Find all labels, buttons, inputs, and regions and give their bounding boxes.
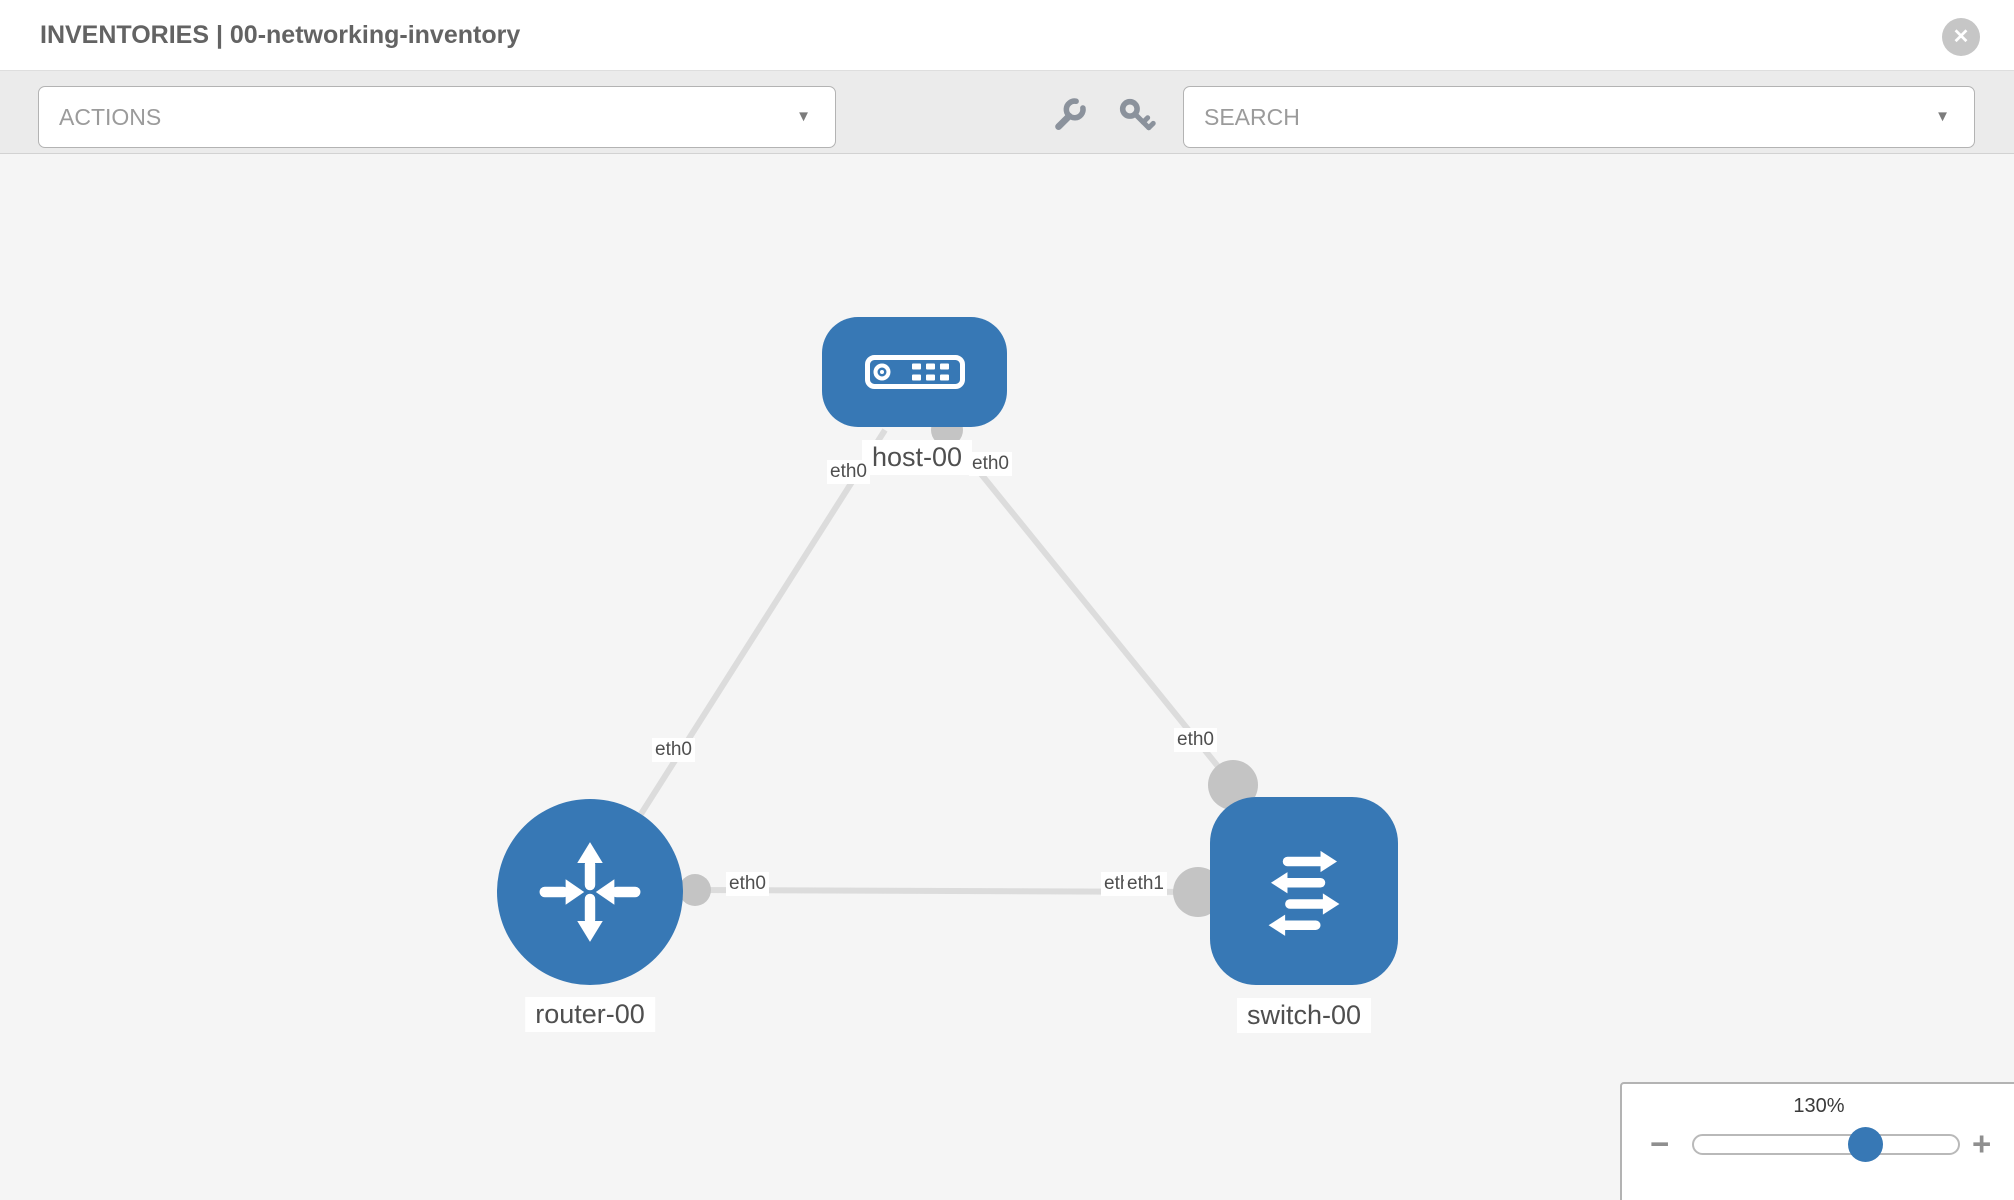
topology-canvas[interactable]: host-00 router-00 switch-00 eth0 eth0 et… [0, 154, 2014, 1200]
node-host-00[interactable] [822, 317, 1007, 427]
zoom-slider-thumb[interactable] [1848, 1127, 1883, 1162]
close-icon[interactable]: ✕ [1942, 18, 1980, 56]
zoom-slider-track[interactable] [1692, 1134, 1960, 1155]
toolbar: ACTIONS ▼ SEARCH ▼ [0, 71, 2014, 154]
zoom-in-button[interactable]: + [1972, 1125, 1992, 1162]
if-label-router-switch-switch-end-front: eth1 [1124, 872, 1167, 896]
wrench-icon[interactable] [1048, 95, 1088, 135]
server-icon [864, 355, 965, 389]
chevron-down-icon: ▼ [796, 108, 811, 125]
node-label-switch: switch-00 [1236, 998, 1372, 1033]
link-endpoint-router [679, 874, 711, 906]
router-icon [539, 842, 641, 942]
node-switch-00[interactable] [1210, 797, 1398, 985]
links-layer [638, 428, 1236, 895]
window-header: INVENTORIES | 00-networking-inventory ✕ [0, 0, 2014, 71]
search-dropdown[interactable]: SEARCH ▼ [1183, 86, 1975, 148]
if-label-host-router-host-end: eth0 [827, 460, 870, 484]
actions-dropdown-label: ACTIONS [59, 104, 162, 130]
if-label-host-router-router-end: eth0 [652, 738, 695, 762]
node-label-host: host-00 [861, 440, 973, 475]
if-label-host-switch-switch-end: eth0 [1174, 728, 1217, 752]
chevron-down-icon: ▼ [1935, 108, 1950, 125]
link-host-switch[interactable] [944, 430, 1236, 787]
zoom-panel: 130% − + [1620, 1082, 2014, 1200]
page-title: INVENTORIES | 00-networking-inventory [40, 21, 521, 49]
key-icon[interactable] [1116, 95, 1156, 135]
node-label-router: router-00 [525, 997, 655, 1032]
if-label-router-switch-router-end: eth0 [726, 872, 769, 896]
search-dropdown-label: SEARCH [1204, 104, 1300, 130]
if-label-host-switch-host-end: eth0 [969, 452, 1012, 476]
node-router-00[interactable] [497, 799, 683, 985]
actions-dropdown[interactable]: ACTIONS ▼ [38, 86, 836, 148]
switch-icon [1268, 850, 1340, 936]
zoom-out-button[interactable]: − [1650, 1125, 1670, 1162]
zoom-level-value: 130% [1793, 1095, 1845, 1117]
